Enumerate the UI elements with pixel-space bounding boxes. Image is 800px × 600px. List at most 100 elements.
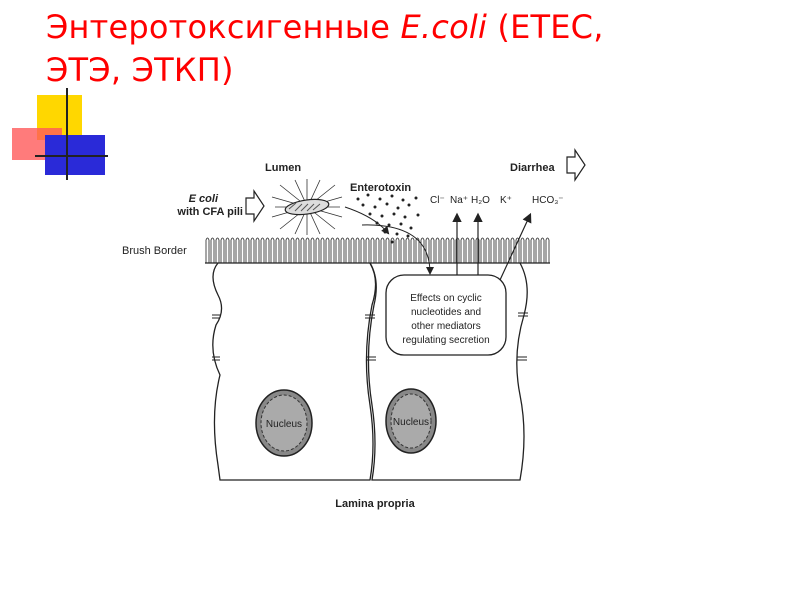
ecoli-label-2: with CFA pili [176, 206, 243, 218]
microvillus [255, 237, 260, 263]
microvillus [360, 237, 365, 263]
microvillus [315, 237, 320, 263]
microvillus [345, 237, 350, 263]
nucleus-2 [385, 388, 437, 454]
ecoli-bacterium-icon [271, 179, 343, 235]
microvillus [240, 237, 245, 263]
microvillus [220, 237, 225, 263]
microvillus [505, 237, 510, 263]
microvillus [280, 237, 285, 263]
microvillus [215, 237, 220, 263]
microvillus [285, 237, 290, 263]
effects-line-3: other mediators [411, 321, 480, 332]
microvillus [470, 237, 475, 263]
microvillus [210, 237, 215, 263]
microvillus [405, 237, 410, 263]
microvillus [425, 237, 430, 263]
effects-line-2: nucleotides and [411, 307, 481, 318]
microvillus [415, 237, 420, 263]
ecoli-label: E coli [189, 193, 219, 205]
microvillus [205, 237, 210, 263]
microvillus [330, 237, 335, 263]
microvillus [225, 237, 230, 263]
microvillus [235, 237, 240, 263]
microvillus [480, 237, 485, 263]
microvillus [460, 237, 465, 263]
title-italic: E.coli [400, 8, 488, 46]
microvillus [375, 237, 380, 263]
microvillus [540, 237, 545, 263]
title-part-1: Энтеротоксигенные [46, 8, 401, 46]
nucleus-1 [255, 389, 313, 457]
microvillus [510, 237, 515, 263]
microvillus [340, 237, 345, 263]
microvillus [400, 237, 405, 263]
brush-border-label: Brush Border [122, 245, 187, 257]
enterotoxin-label: Enterotoxin [350, 182, 411, 194]
effects-line-1: Effects on cyclic [410, 293, 482, 304]
microvillus [495, 237, 500, 263]
microvillus [390, 237, 395, 263]
brush-border-villi [205, 237, 550, 263]
microvillus [430, 237, 435, 263]
microvillus [420, 237, 425, 263]
corner-decoration [12, 88, 108, 180]
tight-junctions [212, 312, 528, 361]
entry-arrow-icon [245, 189, 265, 223]
microvillus [485, 237, 490, 263]
toxin-release-arrow [344, 206, 390, 235]
microvillus [325, 237, 330, 263]
microvillus [265, 237, 270, 263]
effects-line-4: regulating secretion [402, 335, 489, 346]
slide-title: Энтеротоксигенные E.coli (ETEC, ЭТЭ, ЭТК… [46, 6, 786, 92]
microvillus [445, 237, 450, 263]
microvillus [490, 237, 495, 263]
microvillus [440, 237, 445, 263]
lamina-propria-label: Lamina propria [335, 498, 415, 510]
microvillus [355, 237, 360, 263]
ion-h2o: H₂O [471, 195, 490, 206]
microvillus [300, 237, 305, 263]
diarrhea-label: Diarrhea [510, 162, 556, 174]
microvillus [535, 237, 540, 263]
secretion-arrows [452, 212, 532, 281]
effects-box [385, 274, 507, 356]
microvillus [290, 237, 295, 263]
microvillus [500, 237, 505, 263]
diarrhea-arrow-icon [566, 148, 586, 182]
title-line-2: ЭТЭ, ЭТКП) [46, 51, 234, 89]
microvillus [380, 237, 385, 263]
microvillus [525, 237, 530, 263]
etec-diagram: Lumen Diarrhea E coli with CFA pili Ente… [122, 148, 586, 510]
nucleus-label-2: Nucleus [393, 417, 429, 428]
microvillus [545, 237, 550, 263]
title-part-2: (ETEC, [487, 8, 604, 46]
toxin-entry-arrow [361, 224, 434, 275]
microvillus [365, 237, 370, 263]
microvillus [385, 237, 390, 263]
microvillus [230, 237, 235, 263]
epithelial-cell-2 [367, 262, 528, 481]
microvillus [270, 237, 275, 263]
toxin-dots [356, 193, 420, 244]
microvillus [250, 237, 255, 263]
nucleus-label-1: Nucleus [266, 419, 302, 430]
microvillus [395, 237, 400, 263]
microvillus [295, 237, 300, 263]
epithelial-cell-1 [212, 262, 377, 481]
microvillus [370, 237, 375, 263]
microvillus [520, 237, 525, 263]
microvillus [450, 237, 455, 263]
lumen-label: Lumen [265, 162, 301, 174]
microvillus [530, 237, 535, 263]
microvillus [350, 237, 355, 263]
ion-hco3: HCO₃⁻ [532, 195, 564, 206]
microvillus [435, 237, 440, 263]
ion-na: Na⁺ [450, 195, 468, 206]
microvillus [245, 237, 250, 263]
microvillus [410, 237, 415, 263]
microvillus [305, 237, 310, 263]
microvillus [310, 237, 315, 263]
microvillus [275, 237, 280, 263]
microvillus [465, 237, 470, 263]
